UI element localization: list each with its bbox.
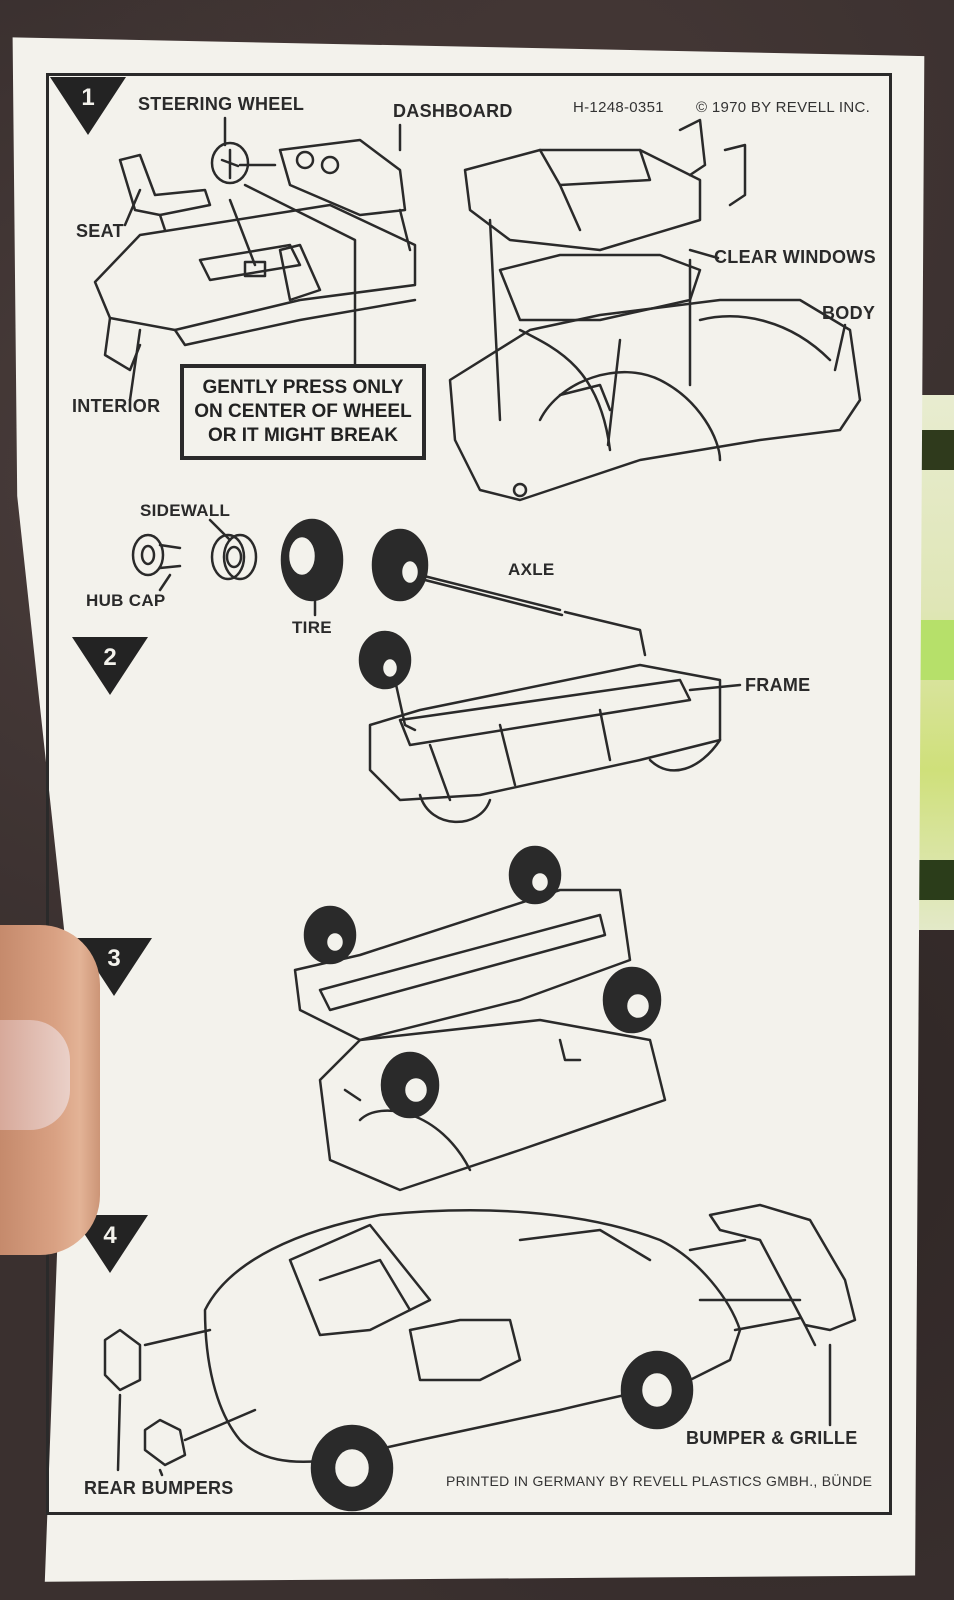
arrow [688,1238,802,1332]
seat-part [118,153,212,232]
label-clear-windows: CLEAR WINDOWS [714,247,876,267]
label-bumper-grille: BUMPER & GRILLE [686,1428,858,1448]
arrow [606,338,622,447]
label-axle: AXLE [508,560,555,579]
warning-line-2: ON CENTER OF WHEEL [194,401,412,422]
body-part [448,253,862,502]
label-dashboard: DASHBOARD [393,101,513,121]
label-interior: INTERIOR [72,396,161,416]
leader-line [123,116,402,402]
part-number: H-1248-0351 [573,99,664,116]
label-hub-cap: HUB CAP [86,591,166,610]
footer-printed-in: PRINTED IN GERMANY BY REVELL PLASTICS GM… [446,1473,873,1489]
warning-line-3: OR IT MIGHT BREAK [208,425,398,446]
sheet-border [46,73,892,1515]
label-tire: TIRE [292,618,332,637]
warning-box: GENTLY PRESS ONLY ON CENTER OF WHEEL OR … [180,364,426,460]
label-rear-bumpers: REAR BUMPERS [84,1478,234,1498]
label-body: BODY [822,303,876,323]
frame-part [368,663,722,824]
arrow [563,610,647,657]
rear-bumper-parts [103,1328,187,1467]
bumper-grille-part [708,1203,857,1347]
clear-windows-part [463,118,747,252]
steering-wheel-part [210,141,250,185]
leader-line [116,1393,164,1477]
arrow [143,1328,257,1442]
step-3-number: 3 [107,945,121,972]
step3-wheels [303,845,662,1119]
dashboard-part [278,138,412,252]
model-box-detail [918,860,954,900]
leader-line [158,248,847,692]
label-steering-wheel: STEERING WHEEL [138,94,305,114]
arrow [488,218,502,422]
completed-car [203,1209,742,1512]
step-2-marker [72,637,148,695]
label-seat: SEAT [76,221,124,241]
wheel-with-axle [371,528,564,617]
warning-line-1: GENTLY PRESS ONLY [202,377,404,398]
arrow [243,183,357,367]
sidewall-part [210,533,258,581]
step-2-number: 2 [103,644,117,671]
step-1-number: 1 [81,84,95,111]
step-4-number: 4 [103,1222,117,1249]
copyright: © 1970 BY REVELL INC. [696,99,871,116]
frame-on-body [293,888,667,1192]
interior-part [93,203,417,372]
front-wheel-assembly [358,630,417,732]
label-frame: FRAME [745,675,811,695]
tire-part [280,518,344,602]
hub-cap-part [131,533,182,577]
arrow [228,198,257,267]
step-1-marker [50,77,126,135]
label-sidewall: SIDEWALL [140,501,231,520]
model-box-detail [920,430,954,470]
thumbnail-nail [0,1020,70,1130]
